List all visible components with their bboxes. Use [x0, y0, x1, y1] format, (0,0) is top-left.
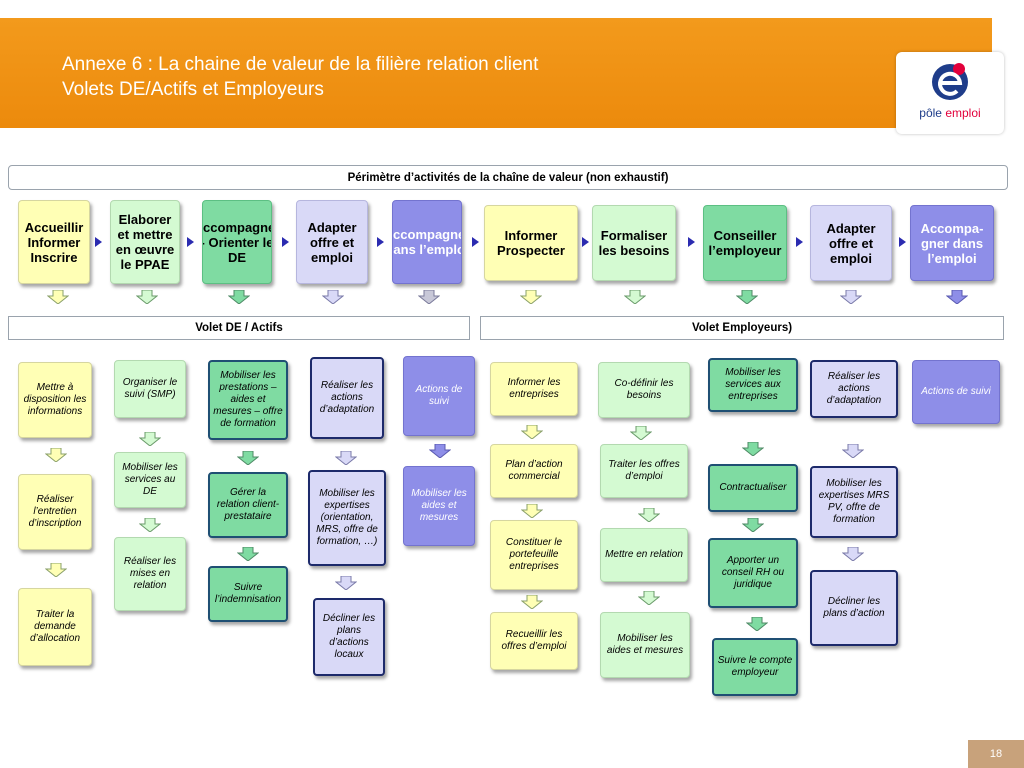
page-title: Annexe 6 : La chaine de valeur de la fil…: [62, 52, 538, 102]
arrow-down-icon: [45, 448, 67, 462]
de-col4-item: Décliner les plans d’actions locaux: [313, 598, 385, 676]
emp-col2-item: Traiter les offres d’emploi: [600, 444, 688, 498]
emp-step-informer: Informer Prospecter: [484, 205, 578, 281]
de-col2-item: Réaliser les mises en relation: [114, 537, 186, 611]
de-step-accompagner-emploi: Accompagner dans l’emploi: [392, 200, 462, 284]
arrow-down-icon: [139, 432, 161, 446]
arrow-down-icon: [521, 595, 543, 609]
de-step-adapter: Adapter offre et emploi: [296, 200, 368, 284]
arrow-down-icon: [136, 290, 158, 304]
arrow-down-icon: [520, 290, 542, 304]
logo-text-main: pôle: [919, 106, 946, 120]
arrow-down-icon: [228, 290, 250, 304]
emp-step-accompagner: Accompa-gner dans l’emploi: [910, 205, 994, 281]
de-col1-item: Traiter la demande d’allocation: [18, 588, 92, 666]
arrow-down-icon: [842, 547, 864, 561]
arrow-down-icon: [237, 451, 259, 465]
arrow-right-icon: [899, 237, 906, 247]
arrow-down-icon: [335, 451, 357, 465]
emp-col4-item: Mobiliser les expertises MRS PV, offre d…: [810, 466, 898, 538]
de-step-accompagner-orienter: Accompagner - Orienter le DE: [202, 200, 272, 284]
arrow-right-icon: [582, 237, 589, 247]
page-number: 18: [968, 740, 1024, 768]
arrow-down-icon: [742, 518, 764, 532]
arrow-down-icon: [45, 563, 67, 577]
arrow-right-icon: [95, 237, 102, 247]
arrow-down-icon: [624, 290, 646, 304]
header-band: [0, 18, 992, 128]
de-col4-item: Réaliser les actions d’adaptation: [310, 357, 384, 439]
emp-col2-item: Co-définir les besoins: [598, 362, 690, 418]
arrow-down-icon: [630, 426, 652, 440]
arrow-down-icon: [237, 547, 259, 561]
emp-step-adapter: Adapter offre et emploi: [810, 205, 892, 281]
arrow-right-icon: [796, 237, 803, 247]
de-col3-item: Gérer la relation client-prestataire: [208, 472, 288, 538]
arrow-down-icon: [638, 508, 660, 522]
arrow-right-icon: [688, 237, 695, 247]
logo-text: pôle emploi: [904, 106, 996, 120]
de-col5-item: Mobiliser les aides et mesures: [403, 466, 475, 546]
arrow-down-icon: [429, 444, 451, 458]
de-col3-item: Suivre l’indemnisation: [208, 566, 288, 622]
emp-col3-item: Mobiliser les services aux entreprises: [708, 358, 798, 412]
de-col2-item: Organiser le suivi (SMP): [114, 360, 186, 418]
arrow-right-icon: [187, 237, 194, 247]
volet-de-banner: Volet DE / Actifs: [8, 316, 470, 340]
volet-employeurs-banner: Volet Employeurs): [480, 316, 1004, 340]
arrow-down-icon: [521, 425, 543, 439]
emp-col1-item: Recueillir les offres d’emploi: [490, 612, 578, 670]
arrow-down-icon: [335, 576, 357, 590]
arrow-right-icon: [472, 237, 479, 247]
emp-col4-item: Décliner les plans d’action: [810, 570, 898, 646]
arrow-down-icon: [638, 591, 660, 605]
title-line-2: Volets DE/Actifs et Employeurs: [62, 79, 324, 100]
emp-col2-item: Mobiliser les aides et mesures: [600, 612, 690, 678]
emp-step-formaliser: Formaliser les besoins: [592, 205, 676, 281]
de-step-accueillir: Accueillir Informer Inscrire: [18, 200, 90, 284]
arrow-down-icon: [840, 290, 862, 304]
arrow-right-icon: [377, 237, 384, 247]
emp-col1-item: Plan d’action commercial: [490, 444, 578, 498]
arrow-down-icon: [842, 444, 864, 458]
emp-col1-item: Constituer le portefeuille entreprises: [490, 520, 578, 590]
arrow-down-icon: [742, 442, 764, 456]
emp-col3-item: Suivre le compte employeur: [712, 638, 798, 696]
emp-col3-item: Contractualiser: [708, 464, 798, 512]
de-col5-item: Actions de suivi: [403, 356, 475, 436]
logo-e-icon: [932, 63, 968, 100]
arrow-right-icon: [282, 237, 289, 247]
de-col2-item: Mobiliser les services au DE: [114, 452, 186, 508]
arrow-down-icon: [736, 290, 758, 304]
de-col3-item: Mobiliser les prestations – aides et mes…: [208, 360, 288, 440]
arrow-down-icon: [139, 518, 161, 532]
arrow-down-icon: [946, 290, 968, 304]
title-line-1: Annexe 6 : La chaine de valeur de la fil…: [62, 54, 539, 75]
de-col1-item: Mettre à disposition les informations: [18, 362, 92, 438]
arrow-down-icon: [322, 290, 344, 304]
arrow-down-icon: [521, 504, 543, 518]
emp-col2-item: Mettre en relation: [600, 528, 688, 582]
perimetre-banner: Périmètre d’activités de la chaîne de va…: [8, 165, 1008, 190]
emp-col5-item: Actions de suivi: [912, 360, 1000, 424]
arrow-down-icon: [418, 290, 440, 304]
pole-emploi-logo: pôle emploi: [896, 52, 1004, 134]
de-step-elaborer: Elaborer et mettre en œuvre le PPAE: [110, 200, 180, 284]
emp-step-conseiller: Conseiller l’employeur: [703, 205, 787, 281]
arrow-down-icon: [746, 617, 768, 631]
emp-col3-item: Apporter un conseil RH ou juridique: [708, 538, 798, 608]
emp-col4-item: Réaliser les actions d’adaptation: [810, 360, 898, 418]
logo-text-accent: emploi: [945, 106, 981, 120]
de-col4-item: Mobiliser les expertises (orientation, M…: [308, 470, 386, 566]
arrow-down-icon: [47, 290, 69, 304]
de-col1-item: Réaliser l’entretien d’inscription: [18, 474, 92, 550]
emp-col1-item: Informer les entreprises: [490, 362, 578, 416]
